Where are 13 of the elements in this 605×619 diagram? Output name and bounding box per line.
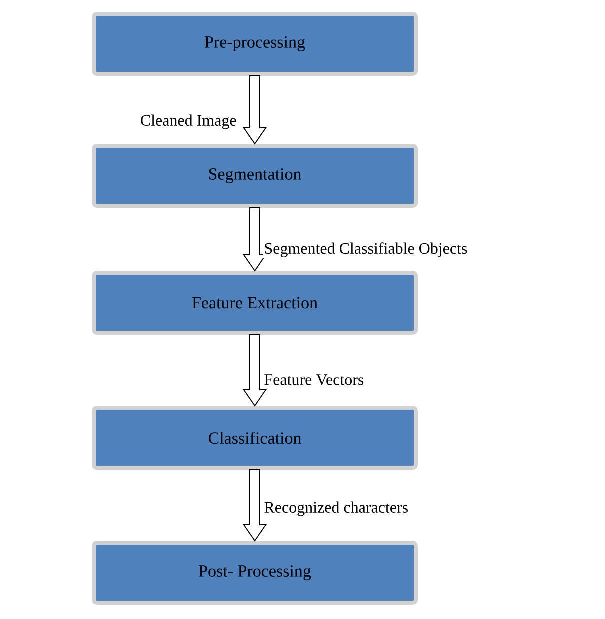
process-box: Classification — [92, 406, 418, 470]
edge-label: Segmented Classifiable Objects — [265, 242, 468, 258]
process-box: Pre-processing — [92, 12, 418, 76]
edge-label: Cleaned Image — [141, 114, 236, 130]
process-box: Segmentation — [92, 144, 418, 208]
block-arrow — [243, 470, 267, 542]
process-box: Post- Processing — [92, 541, 418, 605]
edge-label: Recognized characters — [264, 502, 408, 516]
block-arrow — [243, 76, 267, 145]
process-box: Feature Extraction — [92, 271, 418, 335]
block-arrow — [243, 334, 267, 407]
block-arrow — [243, 208, 267, 272]
edge-label: Feature Vectors — [264, 374, 364, 386]
